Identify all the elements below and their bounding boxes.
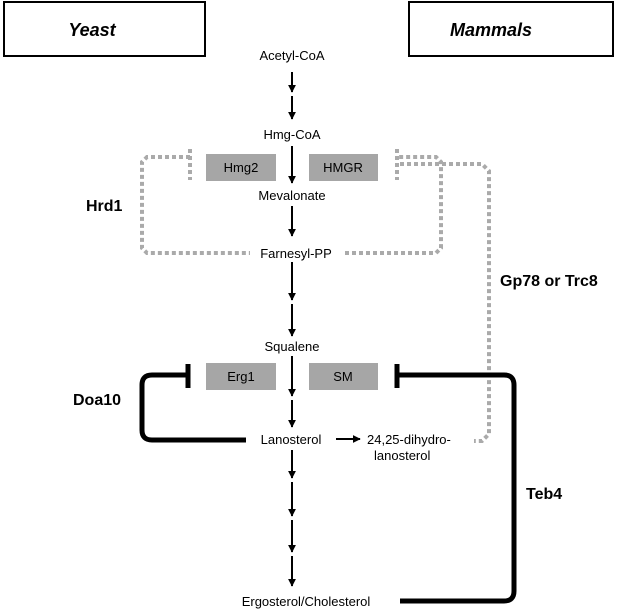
erg1-label: Erg1: [227, 369, 254, 384]
hrd1-loop: [140, 155, 250, 255]
hmgr-loop: [345, 155, 443, 255]
erg1-enzyme: Erg1: [206, 363, 276, 390]
yeast-header-label: Yeast: [68, 20, 116, 40]
dihydrolanosterol-label-line1: 24,25-dihydro-: [367, 432, 451, 447]
hrd1-label: Hrd1: [86, 198, 123, 215]
mevalonate-label: Mevalonate: [258, 188, 325, 203]
teb4-line: [397, 372, 517, 604]
hmgr-enzyme: HMGR: [309, 154, 378, 181]
end-product-label: Ergosterol/Cholesterol: [242, 594, 371, 609]
pathway-arrows: [288, 72, 361, 587]
teb4-label: Teb4: [526, 486, 562, 503]
doa10-label: Doa10: [73, 392, 121, 409]
mammals-header: Mammals: [408, 1, 614, 57]
dihydrolanosterol-label-line2: lanosterol: [374, 448, 430, 463]
gp78-line: [400, 162, 491, 443]
sm-enzyme: SM: [309, 363, 378, 390]
hmg2-label: Hmg2: [224, 160, 259, 175]
yeast-header: Yeast: [3, 1, 206, 57]
hmgr-label: HMGR: [323, 160, 363, 175]
hmg2-enzyme: Hmg2: [206, 154, 276, 181]
farnesyl-pp-label: Farnesyl-PP: [260, 246, 332, 261]
mammals-header-label: Mammals: [450, 20, 532, 40]
gp78-label: Gp78 or Trc8: [500, 273, 598, 290]
lanosterol-label: Lanosterol: [261, 432, 322, 447]
doa10-line: [139, 372, 246, 443]
squalene-label: Squalene: [265, 339, 320, 354]
sm-label: SM: [333, 369, 353, 384]
acetyl-coa-label: Acetyl-CoA: [259, 48, 324, 63]
hmg-coa-label: Hmg-CoA: [263, 127, 320, 142]
